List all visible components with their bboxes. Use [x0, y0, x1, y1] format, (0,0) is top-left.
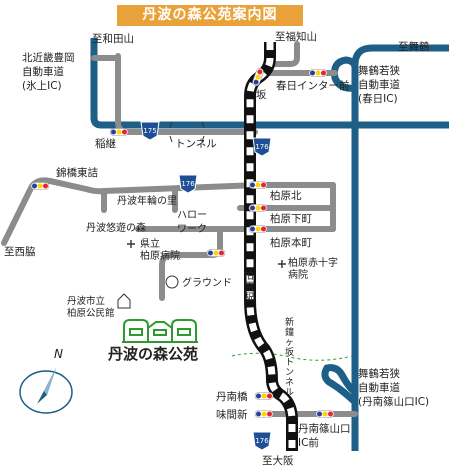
ground-circle-icon — [165, 275, 179, 289]
map-title: 丹波の森公苑案内図 — [117, 5, 303, 26]
building-icon — [117, 293, 131, 309]
label-to-maizuru: 至舞鶴 — [398, 40, 430, 53]
signal-shimomachi — [248, 204, 268, 212]
route-176-badge-rail: 176 — [252, 137, 272, 157]
label-honmachi: 柏原本町 — [270, 236, 312, 249]
label-to-fukuchiyama: 至福知山 — [275, 30, 317, 43]
label-shimomachi: 柏原下町 — [270, 212, 312, 225]
label-kenritsu-hospital: 県立柏原病院 — [140, 237, 180, 262]
label-inatsugi: 稲継 — [95, 137, 116, 150]
hospital-cross-icon — [278, 260, 286, 268]
route-badges: 175 176 176 176 — [140, 121, 272, 451]
signal-kashiwara-kita — [248, 181, 268, 189]
boundary-line — [231, 352, 353, 361]
svg-text:176: 176 — [255, 437, 269, 445]
label-kashiwara-station: 柏原駅 — [244, 269, 254, 304]
signal-mimasaka — [254, 410, 274, 418]
signal-nishikibashi — [30, 182, 50, 190]
label-hello-work: ハローワーク — [177, 210, 207, 235]
label-north: N — [54, 347, 63, 361]
label-tunnel: トンネル — [175, 138, 217, 150]
label-kashiwara-kita: 柏原北 — [270, 189, 302, 202]
label-to-nishiwaki: 至西脇 — [4, 246, 36, 258]
signal-tannan-ic — [315, 410, 335, 418]
svg-text:176: 176 — [181, 180, 195, 188]
signal-inatsugi — [109, 128, 129, 136]
label-maizuru-expressway-sasayama: 舞鶴若狭自動車道(丹南篠山口IC) — [358, 367, 429, 408]
tunnel-marker — [169, 121, 205, 143]
road-inatsugi — [115, 53, 258, 135]
label-kasuga-ic-mae: 春日インター前 — [276, 79, 350, 92]
label-nenrin: 丹波年輪の里 — [117, 194, 177, 207]
signal-hospital — [206, 249, 226, 257]
label-to-wadayama: 至和田山 — [92, 33, 134, 45]
route-175-badge: 175 — [140, 121, 160, 141]
signal-kasuga-ic — [308, 69, 328, 77]
signal-saka — [252, 68, 264, 86]
expressways — [90, 38, 449, 451]
route-176-badge-bottom: 176 — [252, 431, 272, 451]
traffic-signals — [30, 68, 335, 418]
label-nishikibashi: 錦橋東詰 — [56, 166, 98, 179]
label-maizuru-expressway-kasuga: 舞鶴若狭自動車道(春日IC) — [358, 64, 400, 105]
label-red-cross-hospital: 柏原赤十字病院 — [288, 256, 338, 281]
signal-tannanbashi — [254, 392, 274, 400]
label-kitakinki-expressway: 北近畿豊岡自動車道(氷上IC) — [22, 51, 75, 92]
tannan-ic-loop — [321, 364, 358, 405]
label-park-name: 丹波の森公苑 — [108, 345, 198, 363]
label-ground: グラウンド — [182, 276, 232, 289]
label-tannanbashi: 丹南橋 — [216, 390, 248, 403]
label-saka: 坂 — [256, 89, 267, 101]
map-labels: 至和田山 至福知山 至舞鶴 北近畿豊岡自動車道(氷上IC) 舞鶴若狭自動車道(春… — [4, 30, 430, 467]
label-yuyu-mori: 丹波悠遊の森 — [86, 221, 146, 234]
hospital-cross-icon — [127, 240, 135, 248]
label-to-osaka: 至大阪 — [262, 454, 294, 467]
svg-text:176: 176 — [255, 143, 269, 151]
signal-honmachi — [248, 225, 268, 233]
label-mimasaka: 味間新 — [216, 408, 248, 421]
svg-text:175: 175 — [143, 127, 156, 135]
route-176-badge-mid: 176 — [178, 174, 198, 194]
kitakinki-expressway — [90, 38, 449, 129]
park-building-icon — [122, 319, 198, 343]
kasuga-ic-loop — [331, 56, 359, 92]
label-city-hall: 丹波市立柏原公民館 — [67, 295, 115, 319]
label-shin-kinokasaka-tunnel: 新鐘ヶ坂トンネル — [285, 316, 294, 398]
road-saka-to-fukuchiyama — [267, 41, 300, 67]
compass-icon — [19, 368, 73, 414]
